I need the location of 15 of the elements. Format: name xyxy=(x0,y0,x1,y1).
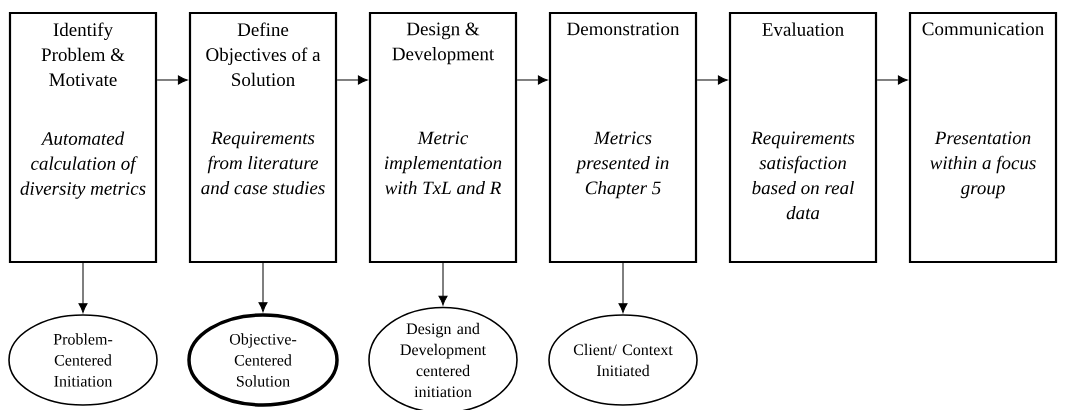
arrow xyxy=(876,75,908,85)
arrow xyxy=(258,262,268,313)
process-box: Demonstration Metrics presented in Chapter 5 xyxy=(548,11,698,264)
arrow xyxy=(78,262,88,313)
process-box: Evaluation Requirements satisfaction based on real data xyxy=(728,11,878,264)
arrow xyxy=(696,75,728,85)
arrow xyxy=(156,75,188,85)
arrow xyxy=(336,75,368,85)
process-box: Communication Presentation within a focus group xyxy=(908,11,1058,264)
process-box: Identify Problem & Motivate Automated calculation of diversity metrics xyxy=(8,11,158,264)
process-box: Define Objectives of a Solution Requirements from literature and case studies xyxy=(188,11,338,264)
arrow xyxy=(438,262,448,306)
arrow xyxy=(516,75,548,85)
process-box: Design & Development Metric implementation with TxL and R xyxy=(368,11,518,264)
arrow xyxy=(618,262,628,313)
